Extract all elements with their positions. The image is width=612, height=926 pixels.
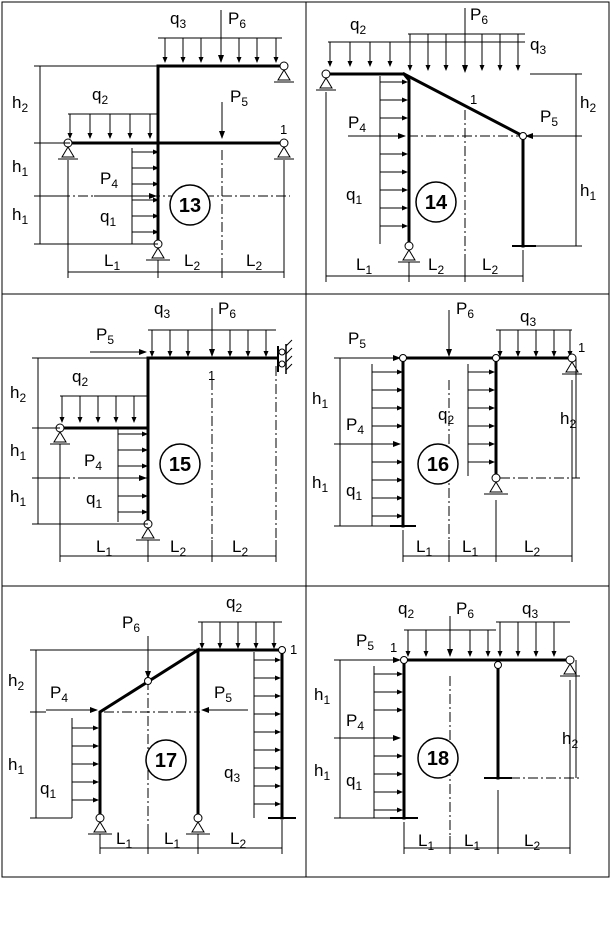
svg-text:L2: L2: [230, 829, 246, 851]
q-symbol: q: [170, 9, 179, 28]
scheme-number: 16: [427, 454, 449, 476]
svg-text:1: 1: [208, 368, 215, 383]
svg-text:P6: P6: [456, 599, 474, 621]
svg-text:h1: h1: [10, 441, 26, 463]
scheme-14: q2 P6 q3 1 P5 h2 h1 P4 q1 L1 L2 L2 14: [316, 5, 596, 282]
svg-text:h1: h1: [10, 487, 26, 509]
svg-text:h2: h2: [10, 383, 26, 405]
svg-text:h2: h2: [562, 729, 578, 751]
svg-text:P4: P4: [100, 169, 118, 191]
svg-text:P5: P5: [214, 683, 232, 705]
scheme-18: q2 P6 q3 P5 1 P4 h1 h1 q1 h2 L1 L1 L2 18: [314, 599, 580, 854]
svg-text:P5: P5: [230, 87, 248, 109]
svg-text:L2: L2: [170, 537, 186, 559]
svg-text:h1: h1: [580, 181, 596, 203]
svg-text:1: 1: [578, 340, 585, 355]
svg-text:q3: q3: [224, 763, 240, 785]
svg-text:q1: q1: [346, 771, 362, 793]
svg-text:h1: h1: [314, 685, 330, 707]
svg-text:L2: L2: [482, 255, 498, 277]
svg-text:P4: P4: [348, 113, 366, 135]
svg-text:q2: q2: [72, 367, 88, 389]
svg-text:h1: h1: [312, 473, 328, 495]
svg-text:L2: L2: [232, 537, 248, 559]
svg-text:h2: h2: [560, 409, 576, 431]
scheme-13: q3 P6 q2 P5 1 h2 h1 h1 P4 q1 L1 L2 L2 13: [12, 9, 294, 278]
scheme-number: 18: [427, 748, 449, 770]
scheme-number: 15: [169, 454, 191, 476]
svg-text:q2: q2: [92, 85, 108, 107]
svg-text:q3: q3: [530, 35, 546, 57]
grid: [1, 1, 610, 878]
svg-text:q1: q1: [346, 481, 362, 503]
svg-text:L2: L2: [428, 255, 444, 277]
svg-text:q1: q1: [86, 489, 102, 511]
svg-text:L1: L1: [416, 537, 432, 559]
svg-text:h1: h1: [12, 157, 28, 179]
svg-text:L2: L2: [524, 537, 540, 559]
svg-text:h1: h1: [314, 761, 330, 783]
svg-text:L1: L1: [96, 537, 112, 559]
svg-text:L1: L1: [418, 831, 434, 853]
scheme-number: 17: [155, 750, 177, 772]
svg-text:q3: q3: [520, 307, 536, 329]
svg-text:L2: L2: [524, 831, 540, 853]
svg-text:P5: P5: [348, 329, 366, 351]
scheme-16: P6 q3 1 P5 P4 h1 h1 q1 q2 h2 L1 L1 L2 16: [312, 299, 585, 562]
svg-text:1: 1: [290, 642, 297, 657]
svg-text:L1: L1: [104, 251, 120, 273]
svg-text:q1: q1: [346, 185, 362, 207]
svg-text:h2: h2: [12, 93, 28, 115]
svg-text:P4: P4: [50, 683, 68, 705]
svg-text:L1: L1: [464, 831, 480, 853]
svg-text:P5: P5: [96, 325, 114, 347]
svg-text:q3: q3: [170, 9, 186, 31]
scheme-number: 14: [425, 192, 448, 214]
scheme-number: 13: [179, 195, 201, 217]
svg-text:q3: q3: [154, 299, 170, 321]
svg-text:L1: L1: [356, 255, 372, 277]
svg-text:P6: P6: [456, 299, 474, 321]
svg-text:L1: L1: [116, 829, 132, 851]
svg-text:1: 1: [280, 122, 287, 137]
svg-text:P5: P5: [540, 107, 558, 129]
svg-text:q2: q2: [226, 593, 242, 615]
svg-text:h2: h2: [8, 671, 24, 693]
scheme-15: q3 P6 P5 1 q2 h2 h1 h1 P4 q1 L1 L2 L2 15: [10, 299, 293, 562]
svg-text:P6: P6: [218, 299, 236, 321]
svg-text:P4: P4: [84, 451, 102, 473]
scheme-17: q2 P6 1 P4 P5 h2 h1 q1 q3 L1 L1 L2 17: [8, 593, 297, 854]
svg-text:q2: q2: [398, 599, 414, 621]
svg-text:q2: q2: [350, 15, 366, 37]
svg-text:q2: q2: [438, 405, 454, 427]
svg-text:q1: q1: [40, 779, 56, 801]
svg-text:P4: P4: [346, 711, 364, 733]
svg-text:h2: h2: [580, 93, 596, 115]
svg-text:P6: P6: [470, 5, 488, 27]
svg-text:h1: h1: [312, 389, 328, 411]
svg-text:P6: P6: [228, 9, 246, 31]
svg-text:h1: h1: [8, 755, 24, 777]
svg-text:q3: q3: [522, 599, 538, 621]
svg-text:L1: L1: [164, 829, 180, 851]
svg-text:1: 1: [470, 92, 477, 107]
svg-text:L1: L1: [462, 537, 478, 559]
svg-text:h1: h1: [12, 205, 28, 227]
svg-text:1: 1: [390, 640, 397, 655]
svg-text:P4: P4: [346, 415, 364, 437]
svg-text:P5: P5: [356, 631, 374, 653]
svg-text:P6: P6: [122, 613, 140, 635]
svg-text:L2: L2: [184, 251, 200, 273]
svg-text:q1: q1: [100, 207, 116, 229]
svg-text:L2: L2: [246, 251, 262, 273]
